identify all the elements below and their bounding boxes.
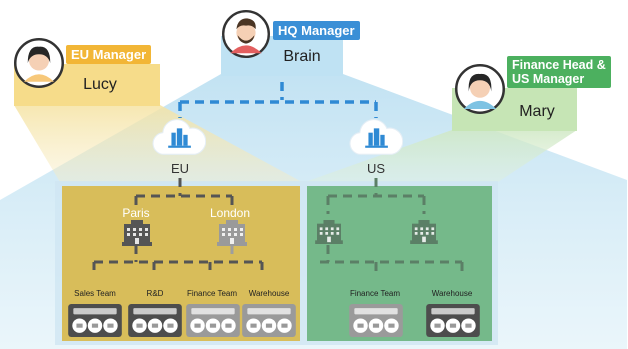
finance-eu-team-label: Finance Team (186, 289, 238, 298)
us-role-line-2: US Manager (512, 72, 585, 86)
hq-name: Brain (283, 48, 321, 65)
london-label: London (209, 206, 251, 220)
eu-role-tag: EU Manager (66, 45, 152, 64)
eu-name: Lucy (83, 76, 117, 93)
finance-eu-switch-icon (186, 304, 240, 337)
eu-avatar-icon (14, 38, 64, 88)
warehouse-eu-switch-icon (242, 304, 296, 337)
sales-team-label: Sales Team (74, 289, 116, 298)
rnd-team-label: R&D (146, 289, 164, 298)
hq-role-tag: HQ Manager (273, 21, 360, 40)
paris-label: Paris (122, 206, 150, 220)
finance-us-team-label: Finance Team (349, 289, 401, 298)
us-beam (305, 130, 577, 182)
us-role-tag: Finance Head & US Manager (507, 56, 611, 88)
finance-us-switch-icon (349, 304, 403, 337)
rnd-switch-icon (128, 304, 182, 337)
warehouse-us-switch-icon (426, 304, 480, 337)
us-links (320, 178, 464, 272)
eu-links (92, 178, 264, 270)
warehouse-eu-team-label: Warehouse (248, 289, 290, 298)
warehouse-us-team-label: Warehouse (431, 289, 473, 298)
hq-links (178, 82, 378, 118)
us-region-label: US (366, 161, 386, 176)
us-role-line-1: Finance Head & (512, 58, 606, 72)
us-name: Mary (519, 103, 555, 120)
eu-region-label: EU (170, 161, 190, 176)
us-avatar-icon (455, 64, 505, 114)
sales-switch-icon (68, 304, 122, 337)
